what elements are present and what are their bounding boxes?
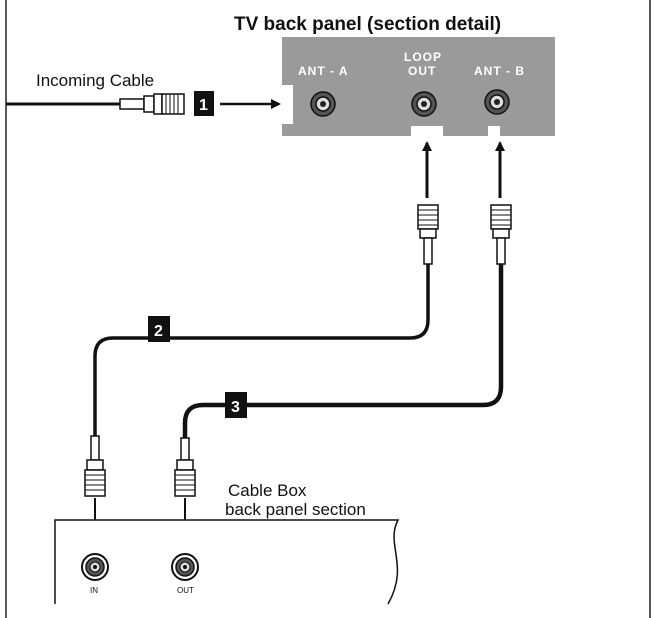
loop-out-cable-plug-icon (417, 204, 439, 265)
cable-box-out-plug-icon (174, 437, 196, 497)
step-2-badge: 2 (148, 316, 170, 342)
incoming-cable-plug-icon (119, 93, 185, 115)
cable-3-line (182, 264, 504, 440)
ant-b-connector-icon[interactable] (484, 89, 510, 115)
cable-box-out-connector-icon[interactable] (171, 553, 199, 581)
cable-box-in-label: IN (90, 586, 98, 595)
cable-box-label-line1: Cable Box (228, 481, 307, 500)
step-3-badge: 3 (225, 392, 247, 418)
cable-box-in-connector-icon[interactable] (81, 553, 109, 581)
cable-box-label-line2: back panel section (225, 500, 366, 519)
svg-text:3: 3 (231, 399, 240, 416)
loop-out-connector-icon[interactable] (411, 91, 437, 117)
svg-text:1: 1 (199, 97, 208, 114)
svg-text:2: 2 (154, 323, 163, 340)
ant-a-connector-icon[interactable] (310, 91, 336, 117)
loop-out-label-line2: OUT (408, 64, 436, 78)
cable-2-line (93, 264, 430, 438)
incoming-cable-label: Incoming Cable (36, 71, 154, 90)
tv-panel-title: TV back panel (section detail) (234, 14, 501, 35)
ant-b-cable-plug-icon (490, 204, 512, 265)
step-1-badge: 1 (194, 91, 214, 116)
tv-back-panel (282, 37, 555, 136)
ant-a-label: ANT - A (298, 64, 349, 78)
cable-box-in-plug-icon (84, 435, 106, 497)
cable-box-out-label: OUT (177, 586, 194, 595)
loop-out-label-line1: LOOP (404, 50, 442, 64)
ant-b-label: ANT - B (474, 64, 525, 78)
cable-box-back-panel (54, 519, 400, 605)
